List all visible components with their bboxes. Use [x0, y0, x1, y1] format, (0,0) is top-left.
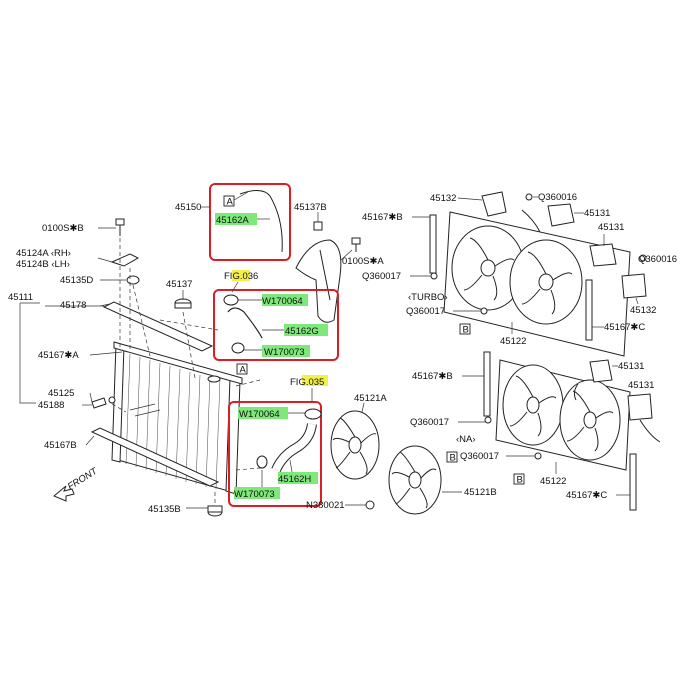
label-Q360017-t2: Q360017	[406, 306, 445, 317]
label-Q360016-top: Q360016	[538, 192, 577, 203]
label-45132-bot: 45132	[630, 305, 656, 316]
label-45167B-left: 45167B	[44, 440, 77, 451]
label-45162H: 45162H	[278, 474, 311, 485]
label-0100S-B: 0100S✱B	[42, 223, 84, 234]
label-W170064-bot: W170064	[239, 409, 280, 420]
ref-a-hose: A	[227, 197, 234, 208]
label-45167-B-mid: 45167✱B	[412, 371, 453, 382]
ref-b-na: B	[517, 475, 523, 486]
label-45111: 45111	[8, 292, 33, 303]
label-45167-A: 45167✱A	[38, 350, 79, 361]
label-fig036: FIG.036	[224, 271, 258, 282]
label-45188: 45188	[38, 400, 64, 411]
label-Q360016-right: Q360016	[638, 254, 677, 265]
label-45162A: 45162A	[216, 215, 249, 226]
label-45125: 45125	[48, 388, 74, 399]
label-45167-C-top: 45167✱C	[604, 322, 645, 333]
label-N380021: N380021	[306, 500, 345, 511]
label-45124B: 45124B ‹LH›	[16, 259, 70, 270]
reservoir-tank: 45137B 0100S✱A	[294, 202, 384, 323]
label-45131-bot1: 45131	[618, 361, 644, 372]
label-45167-B-top: 45167✱B	[362, 212, 403, 223]
upper-hose: FIG.036 W170064 45162G W170073	[223, 270, 328, 358]
label-45135B: 45135B	[148, 504, 181, 515]
turbo-labels: 45132 Q360016 45131 45131 Q360016 45167✱…	[362, 192, 677, 347]
left-leaders	[19, 227, 208, 509]
radiator-assembly: A	[90, 218, 261, 517]
overflow-hose: A 45162A	[215, 190, 283, 253]
ref-b-turbo: B	[463, 325, 469, 336]
label-45150: 45150	[175, 202, 201, 213]
label-45135D: 45135D	[60, 275, 93, 286]
label-front: FRONT	[66, 465, 101, 492]
label-45122-bot: 45122	[540, 476, 566, 487]
left-labels: 0100S✱B 45124A ‹RH› 45124B ‹LH› 45135D 4…	[8, 223, 192, 515]
label-45131-top1: 45131	[584, 208, 610, 219]
label-45137: 45137	[166, 279, 192, 290]
label-45162G: 45162G	[285, 326, 319, 337]
label-45167-C-bot: 45167✱C	[566, 490, 607, 501]
label-0100S-A: 0100S✱A	[342, 256, 384, 267]
label-turbo: ‹TURBO›	[408, 292, 448, 303]
label-fig035: FIG.035	[290, 377, 324, 388]
label-45121A: 45121A	[354, 393, 387, 404]
label-Q360017-n1: Q360017	[410, 417, 449, 428]
callout-box-lower-hose	[228, 401, 322, 507]
front-arrow: FRONT	[53, 465, 101, 502]
callout-box-upper-hose	[213, 289, 339, 361]
na-labels: 45131 45131 45167✱B Q360017 ‹NA› Q360017…	[410, 361, 654, 501]
label-45124A: 45124A ‹RH›	[16, 248, 71, 259]
turbo-fan-shroud	[429, 191, 647, 357]
label-Q360017-t1: Q360017	[362, 271, 401, 282]
label-W170073-bot: W170073	[234, 489, 275, 500]
label-45122-top: 45122	[500, 336, 526, 347]
callout-box-overflow-hose	[209, 183, 291, 261]
nut-N380021: N380021	[306, 500, 375, 511]
label-Q360017-n2: Q360017	[460, 451, 499, 462]
label-45131-top2: 45131	[598, 222, 624, 233]
ref-a-radiator: A	[240, 365, 247, 376]
label-W170064-top: W170064	[262, 296, 303, 307]
label-45137B: 45137B	[294, 202, 327, 213]
label-na: ‹NA›	[456, 434, 476, 445]
label-45131-bot2: 45131	[628, 380, 654, 391]
label-45132-top: 45132	[430, 193, 456, 204]
fan-45121B: 45121B B	[388, 445, 497, 515]
ref-b-fan: B	[450, 453, 456, 464]
label-45178: 45178	[60, 300, 86, 311]
label-45121B: 45121B	[464, 487, 497, 498]
fan-45121A: 45121A	[330, 393, 387, 480]
label-W170073-top: W170073	[264, 347, 305, 358]
lower-hose: FIG.035 W170064 45162H W170073	[234, 375, 328, 500]
na-fan-shroud	[483, 351, 661, 511]
